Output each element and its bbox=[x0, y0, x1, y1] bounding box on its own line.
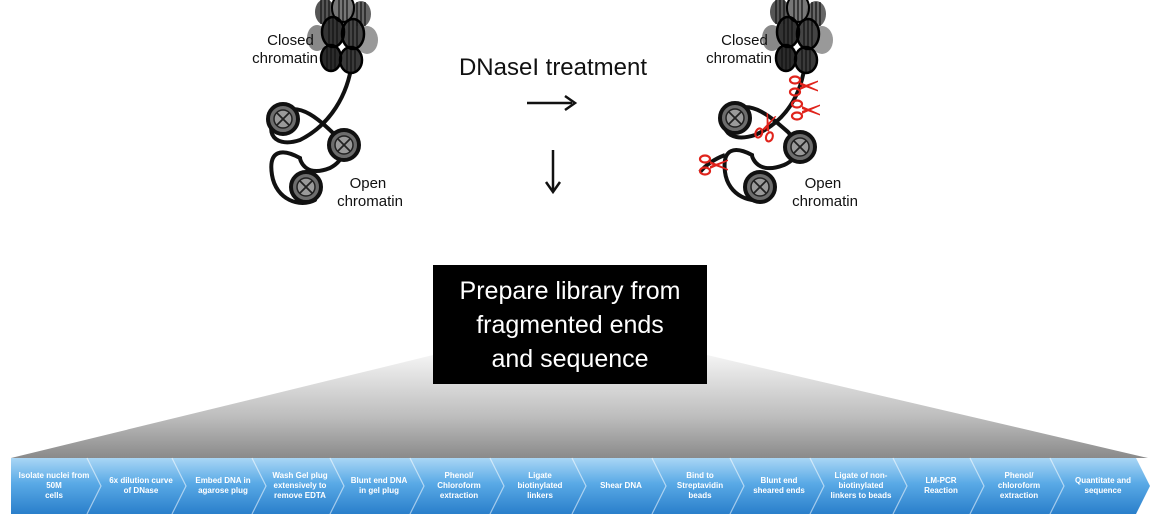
treatment-label: DNaseI treatment bbox=[459, 54, 647, 81]
step-embed-dna: Embed DNA in agarose plug bbox=[195, 476, 251, 495]
nucleosome-icon bbox=[266, 102, 300, 136]
nucleosome-icon bbox=[783, 130, 817, 164]
step-bind-streptavidin: Bind to Streptavidin beads bbox=[676, 471, 724, 500]
left-chromatin-panel: Closed chromatin Open chromatin bbox=[252, 0, 403, 210]
step-dilution-curve: 6x dilution curve of DNase bbox=[109, 476, 173, 495]
step-dividers bbox=[86, 457, 1065, 515]
protocol-steps: Isolate nuclei from 50M cells 6x dilutio… bbox=[11, 458, 1149, 514]
nucleosome-icon bbox=[718, 101, 752, 135]
step-isolate-nuclei: Isolate nuclei from 50M cells bbox=[18, 471, 90, 500]
step-ligate-biotinylated: Ligate biotinylated linkers bbox=[517, 471, 563, 500]
closed-chromatin-cluster-icon bbox=[760, 0, 835, 75]
right-chromatin-panel: Closed chromatin Open chromatin bbox=[698, 0, 858, 210]
nucleosome-icon bbox=[743, 170, 777, 204]
nucleosome-icon bbox=[327, 128, 361, 162]
right-arrow-icon bbox=[527, 94, 578, 112]
left-open-label: Open chromatin bbox=[337, 175, 403, 210]
prepare-library-box: Prepare library from fragmented ends and… bbox=[433, 265, 707, 384]
step-lm-pcr: LM-PCR Reaction bbox=[924, 476, 958, 495]
nucleosome-icon bbox=[289, 170, 323, 204]
step-shear-dna: Shear DNA bbox=[600, 481, 642, 490]
library-box-line: and sequence bbox=[491, 344, 649, 373]
step-blunt-end-dna: Blunt end DNA in gel plug bbox=[350, 476, 408, 495]
left-closed-label: Closed chromatin bbox=[252, 32, 318, 67]
library-box-line: Prepare library from bbox=[459, 276, 681, 305]
down-arrow-icon bbox=[544, 150, 562, 195]
right-closed-label: Closed chromatin bbox=[706, 32, 772, 67]
step-phenol-chloroform-2: Phenol/ chloroform extraction bbox=[997, 471, 1041, 500]
step-ligate-non-biotinylated: Ligate of non- biotinylated linkers to b… bbox=[830, 471, 892, 500]
scissors-icon bbox=[790, 99, 822, 121]
step-phenol-chloroform-1: Phenol/ Chloroform extraction bbox=[437, 471, 481, 500]
step-quantitate-sequence: Quantitate and sequence bbox=[1074, 476, 1131, 495]
step-blunt-sheared-ends: Blunt end sheared ends bbox=[753, 476, 805, 495]
library-box-line: fragmented ends bbox=[476, 310, 664, 339]
step-wash-gel-plug: Wash Gel plug extensively to remove EDTA bbox=[272, 471, 328, 500]
funnel-shape bbox=[11, 355, 1148, 458]
right-open-label: Open chromatin bbox=[792, 175, 858, 210]
protocol-arrow-band bbox=[11, 458, 1150, 514]
scissors-icon bbox=[753, 110, 781, 144]
